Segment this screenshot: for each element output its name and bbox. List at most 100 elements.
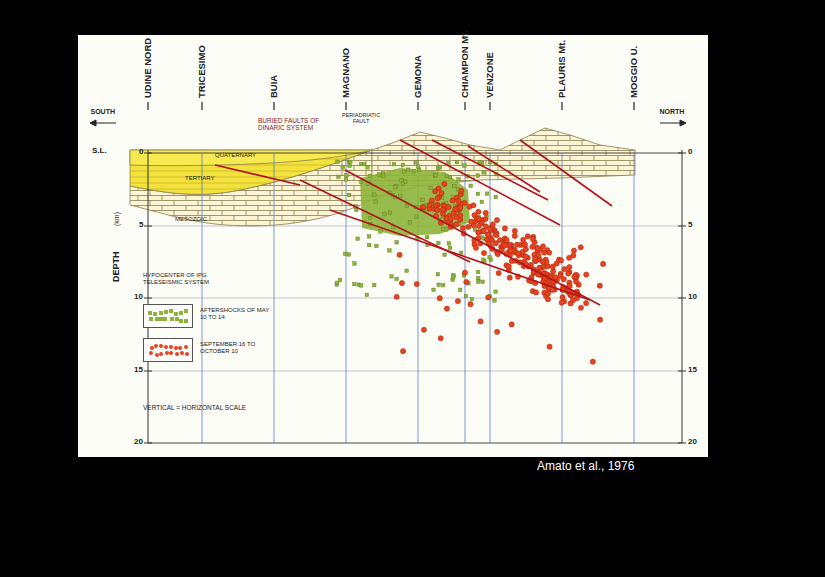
aftershock-september (480, 228, 485, 233)
station-line (634, 153, 635, 443)
aftershock-september (476, 209, 481, 214)
legend-sample-dot (185, 352, 189, 356)
aftershock-may (437, 241, 441, 245)
axis-tick (678, 443, 686, 444)
aftershock-september (478, 319, 483, 324)
aftershock-may (453, 184, 457, 188)
figure-label: MESOZOIC (175, 216, 207, 223)
station-name: CHIAMPON Mt. (460, 30, 470, 98)
aftershock-september (578, 305, 583, 310)
aftershock-september (572, 274, 577, 279)
aftershock-may (415, 161, 419, 165)
aftershock-september (486, 232, 491, 237)
aftershock-september (514, 242, 519, 247)
aftershock-september (578, 245, 583, 250)
aftershock-september (469, 219, 474, 224)
aftershock-may (447, 242, 451, 246)
aftershock-may (481, 236, 485, 240)
aftershock-may (401, 182, 405, 186)
legend-sample-dot (175, 352, 179, 356)
aftershock-may (337, 175, 341, 179)
station-tick (273, 102, 274, 110)
aftershock-may (368, 216, 372, 220)
aftershock-september (537, 265, 542, 270)
aftershock-may (415, 215, 419, 219)
axis-tick (144, 298, 152, 299)
station-tick (201, 102, 202, 110)
legend-sample-dot (159, 317, 163, 321)
aftershock-september (562, 266, 567, 271)
aftershock-may (463, 164, 467, 168)
aftershock-may (469, 184, 473, 188)
legend-sample-dot (179, 311, 183, 315)
figure-label: DEPTH (112, 251, 122, 282)
aftershock-september (566, 271, 571, 276)
aftershock-september (584, 301, 589, 306)
fault-line (520, 140, 612, 206)
station-name: GEMONA (413, 55, 423, 98)
aftershock-september (495, 329, 500, 334)
aftershock-may (425, 235, 429, 239)
depth-gridline (148, 371, 682, 372)
aftershock-september (421, 327, 426, 332)
legend-sample-dot (153, 312, 157, 316)
aftershock-may (481, 280, 485, 284)
aftershock-may (406, 168, 410, 172)
aftershock-september (560, 295, 565, 300)
aftershock-september (534, 245, 539, 250)
aftershock-may (401, 163, 405, 167)
aftershock-september (571, 253, 576, 258)
aftershock-september (516, 251, 521, 256)
aftershock-september (476, 223, 481, 228)
depth-value: 10 (688, 293, 697, 302)
aftershock-september (432, 189, 437, 194)
aftershock-may (480, 200, 484, 204)
aftershock-september (414, 281, 419, 286)
aftershock-may (459, 251, 463, 255)
aftershock-september (568, 301, 573, 306)
aftershock-september (444, 306, 449, 311)
aftershock-september (494, 218, 499, 223)
aftershock-may (348, 164, 352, 168)
aftershock-may (341, 166, 345, 170)
aftershock-september (442, 181, 447, 186)
aftershock-september (547, 250, 552, 255)
paper-panel (78, 35, 708, 457)
aftershock-may (416, 165, 420, 169)
depth-value: 20 (688, 438, 697, 447)
aftershock-may (405, 204, 409, 208)
aftershock-may (488, 255, 492, 258)
aftershock-september (483, 210, 488, 215)
aftershock-may (359, 180, 363, 184)
aftershock-september (523, 247, 528, 252)
aftershock-september (571, 248, 576, 253)
quaternary-layer (130, 150, 372, 166)
aftershock-september (438, 336, 443, 341)
aftershock-may (429, 186, 433, 190)
aftershock-may (457, 178, 461, 182)
aftershock-may (349, 160, 353, 164)
station-name: BUIA (269, 75, 279, 98)
aftershock-may (356, 237, 360, 241)
aftershock-september (486, 295, 491, 300)
aftershock-may (383, 212, 387, 216)
aftershock-may (408, 221, 412, 225)
aftershock-may (336, 160, 340, 164)
station-line (202, 153, 203, 443)
aftershock-may (345, 173, 349, 177)
legend-sample-dot (174, 312, 178, 316)
aftershock-september (453, 206, 458, 211)
aftershock-september (502, 226, 507, 231)
aftershock-september (573, 279, 578, 284)
aftershock-may (445, 174, 449, 178)
aftershock-september (530, 236, 535, 241)
depth-value: 5 (688, 221, 692, 230)
depth-gridline (148, 298, 682, 299)
aftershock-september (600, 261, 605, 266)
depth-value: 0 (139, 148, 143, 157)
legend-sample-dot (179, 319, 183, 323)
aftershock-september (437, 296, 442, 301)
station-tick (489, 102, 490, 110)
aftershock-september (525, 234, 530, 239)
aftershock-may (392, 162, 396, 166)
